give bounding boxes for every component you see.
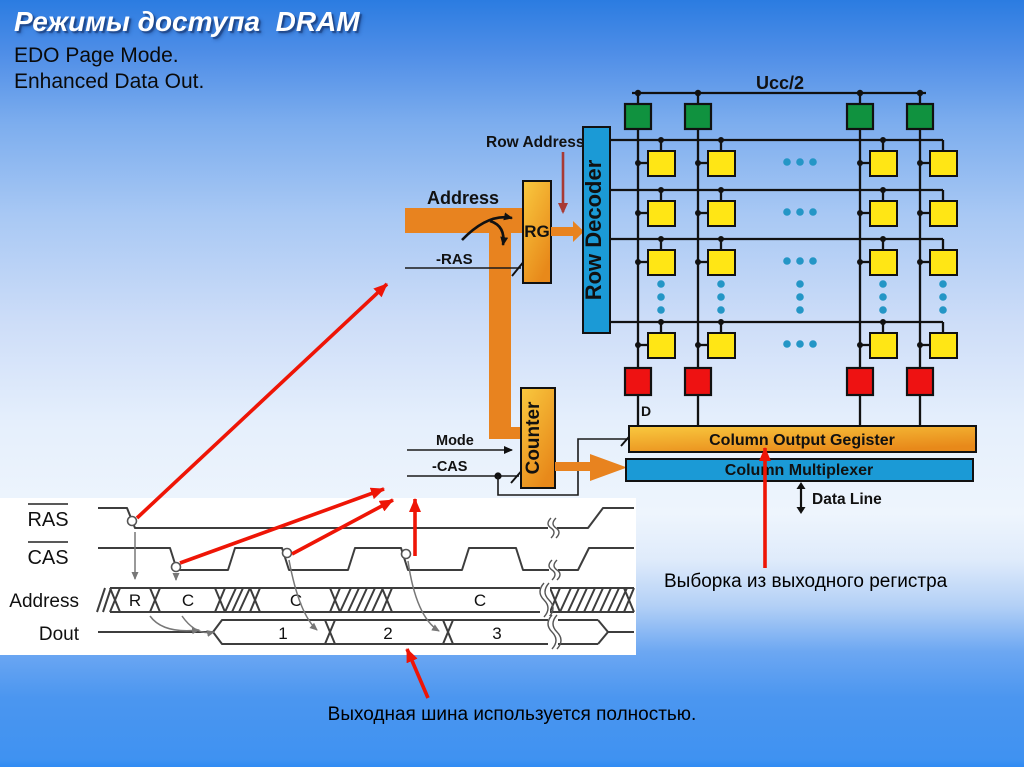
address-value-r: R <box>129 591 141 610</box>
row-decoder-box <box>582 126 611 334</box>
arrow-cas-edge1-to-cas-input <box>179 487 385 565</box>
ucc-label: Ucc/2 <box>756 73 804 93</box>
timing-cause-arrows <box>131 532 440 637</box>
column-multiplexer-box <box>625 458 974 482</box>
note-output-bus: Выходная шина используется полностью. <box>327 704 697 725</box>
dout-value-3: 3 <box>492 624 501 643</box>
address-label: Address <box>427 188 499 208</box>
dout-value-1: 1 <box>278 624 287 643</box>
dout-value-2: 2 <box>383 624 392 643</box>
counter-box <box>520 387 556 489</box>
ras-input-label: -RAS <box>436 251 473 268</box>
mode-label: Mode <box>436 433 474 449</box>
page-title: Режимы доступа DRAM <box>14 6 360 37</box>
arrow-cas-edge2-to-cas-input <box>291 498 394 556</box>
timing-label-ras: RAS <box>27 509 68 531</box>
cas-input-label: -CAS <box>432 459 468 475</box>
counter-section: Mode -CAS Counter <box>407 387 635 496</box>
rg-to-decoder-arrow <box>551 221 584 242</box>
address-hatching <box>224 587 628 613</box>
counter-to-multiplexer-arrow <box>555 454 627 481</box>
cas-waveform <box>98 547 634 581</box>
address-waveform: R C C C <box>96 582 635 618</box>
note-output-register: Выборка из выходного регистра <box>664 571 948 592</box>
arrow-ras-edge-to-ras-input <box>135 282 389 520</box>
memory-cell-array <box>610 89 958 426</box>
address-bus-band <box>405 208 523 439</box>
row-decoder-label: Row Decoder <box>581 159 606 300</box>
d-label: D <box>641 403 651 419</box>
data-line-label: Data Line <box>812 491 882 508</box>
address-value-c2: C <box>290 591 302 610</box>
column-output-register-label: Column Output Gegister <box>709 432 895 449</box>
row-address-label: Row Address <box>486 134 584 151</box>
address-value-c3: C <box>474 591 486 610</box>
address-split-arrows <box>461 212 513 246</box>
timing-label-dout: Dout <box>39 624 80 645</box>
subtitle-line-1: EDO Page Mode. <box>14 44 179 67</box>
rg-register-label: RG <box>524 222 550 241</box>
column-multiplexer-label: Column Multiplexer <box>725 462 873 479</box>
ras-waveform <box>98 507 634 539</box>
data-line-arrow <box>796 482 806 514</box>
timing-diagram-panel: RAS CAS Address Dout <box>0 498 636 655</box>
cas-to-register-wire <box>497 438 628 496</box>
counter-label: Counter <box>523 401 544 474</box>
timing-label-address: Address <box>9 591 79 612</box>
red-annotation-arrows <box>135 282 771 699</box>
column-output-register-box <box>628 425 977 453</box>
arrow-note-to-dout-2 <box>405 648 430 699</box>
timing-label-cas: CAS <box>27 547 68 569</box>
rg-register-box <box>522 180 552 284</box>
address-value-c1: C <box>182 591 194 610</box>
subtitle-line-2: Enhanced Data Out. <box>14 70 205 93</box>
address-transitions <box>109 587 635 613</box>
